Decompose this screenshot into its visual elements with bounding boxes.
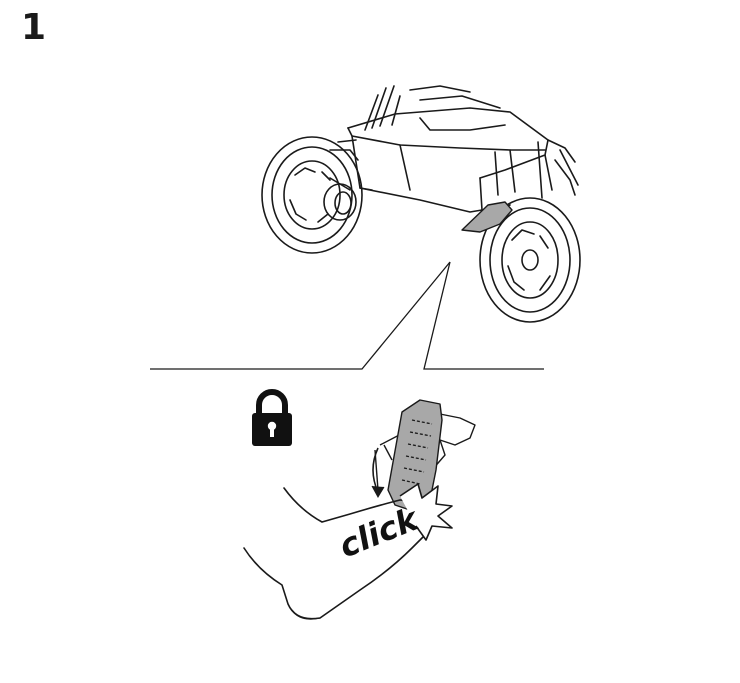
stroller-rear-illustration [261,85,581,323]
brake-pedal-shape [461,201,513,233]
zoom-callout-lines [150,261,544,370]
click-sound-label: click [334,499,425,565]
padlock-locked-icon [252,389,292,446]
click-burst-shape [399,483,453,541]
step-number: 1 [21,7,47,48]
foot-pressing-brake-illustration [243,399,476,620]
